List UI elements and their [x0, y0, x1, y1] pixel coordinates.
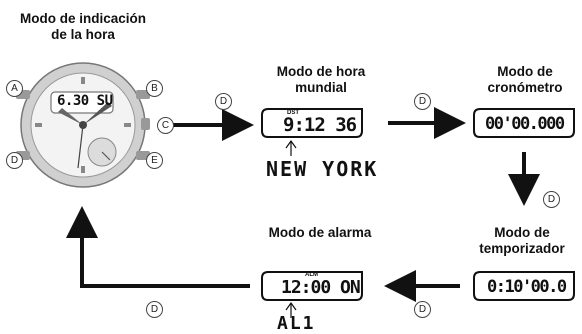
- timer-title-line1: Modo de: [494, 225, 550, 240]
- button-a-label: A: [6, 80, 23, 97]
- timer-display-frame: [473, 271, 575, 301]
- world-time-display-text: 9:12 36: [283, 114, 357, 136]
- button-d-label: D: [6, 152, 23, 169]
- watch-second-hand: [77, 124, 84, 169]
- stopwatch-title-line2: cronómetro: [487, 80, 563, 95]
- alarm-display-text: 12:00 ON: [281, 277, 361, 298]
- alm-indicator: ALM: [305, 272, 318, 278]
- stopwatch-display-frame: [473, 108, 575, 138]
- timekeeping-title-line2: de la hora: [51, 27, 115, 42]
- world-time-title: Modo de hora mundial: [246, 64, 396, 96]
- alarm-title: Modo de alarma: [268, 225, 372, 240]
- watch-minute-hand: [83, 102, 112, 125]
- timekeeping-display-text: 6.30 SU: [57, 93, 113, 109]
- world-time-display-frame: [261, 108, 363, 138]
- stopwatch-title-line1: Modo de: [497, 64, 553, 79]
- button-c-label: C: [157, 117, 174, 134]
- timer-title-line2: temporizador: [479, 241, 565, 256]
- watch-lcd: [50, 91, 114, 114]
- button-b-label: B: [146, 80, 163, 97]
- timekeeping-title: Modo de indicación de la hora: [8, 11, 158, 43]
- button-e-label: E: [146, 152, 163, 169]
- watch-hour-hand: [58, 108, 83, 125]
- world-time-city: NEW YORK: [266, 157, 379, 181]
- dst-indicator: DST: [287, 110, 299, 116]
- stopwatch-display-text: 00'00.000: [485, 114, 565, 134]
- transition-label-2: D: [414, 93, 431, 110]
- alarm-display-frame: [261, 271, 363, 301]
- world-time-title-line1: Modo de hora: [276, 64, 366, 79]
- timer-display-text: 0:10'00.0: [487, 277, 567, 297]
- transition-label-5: D: [146, 301, 163, 318]
- arrow-alarm-to-watch: [66, 206, 250, 288]
- world-time-city-pointer: [285, 139, 297, 156]
- world-time-title-line2: mundial: [295, 80, 347, 95]
- transition-label-1: D: [215, 93, 232, 110]
- alarm-id: AL1: [277, 313, 316, 334]
- timekeeping-title-line1: Modo de indicación: [19, 11, 146, 26]
- timer-title: Modo de temporizador: [462, 225, 582, 257]
- stopwatch-title: Modo de cronómetro: [465, 64, 582, 96]
- transition-label-4: D: [414, 301, 431, 318]
- alarm-id-pointer: [285, 301, 297, 318]
- transition-label-3: D: [543, 191, 560, 208]
- watch-illustration: [16, 62, 150, 188]
- watch-crown-c: [141, 118, 150, 130]
